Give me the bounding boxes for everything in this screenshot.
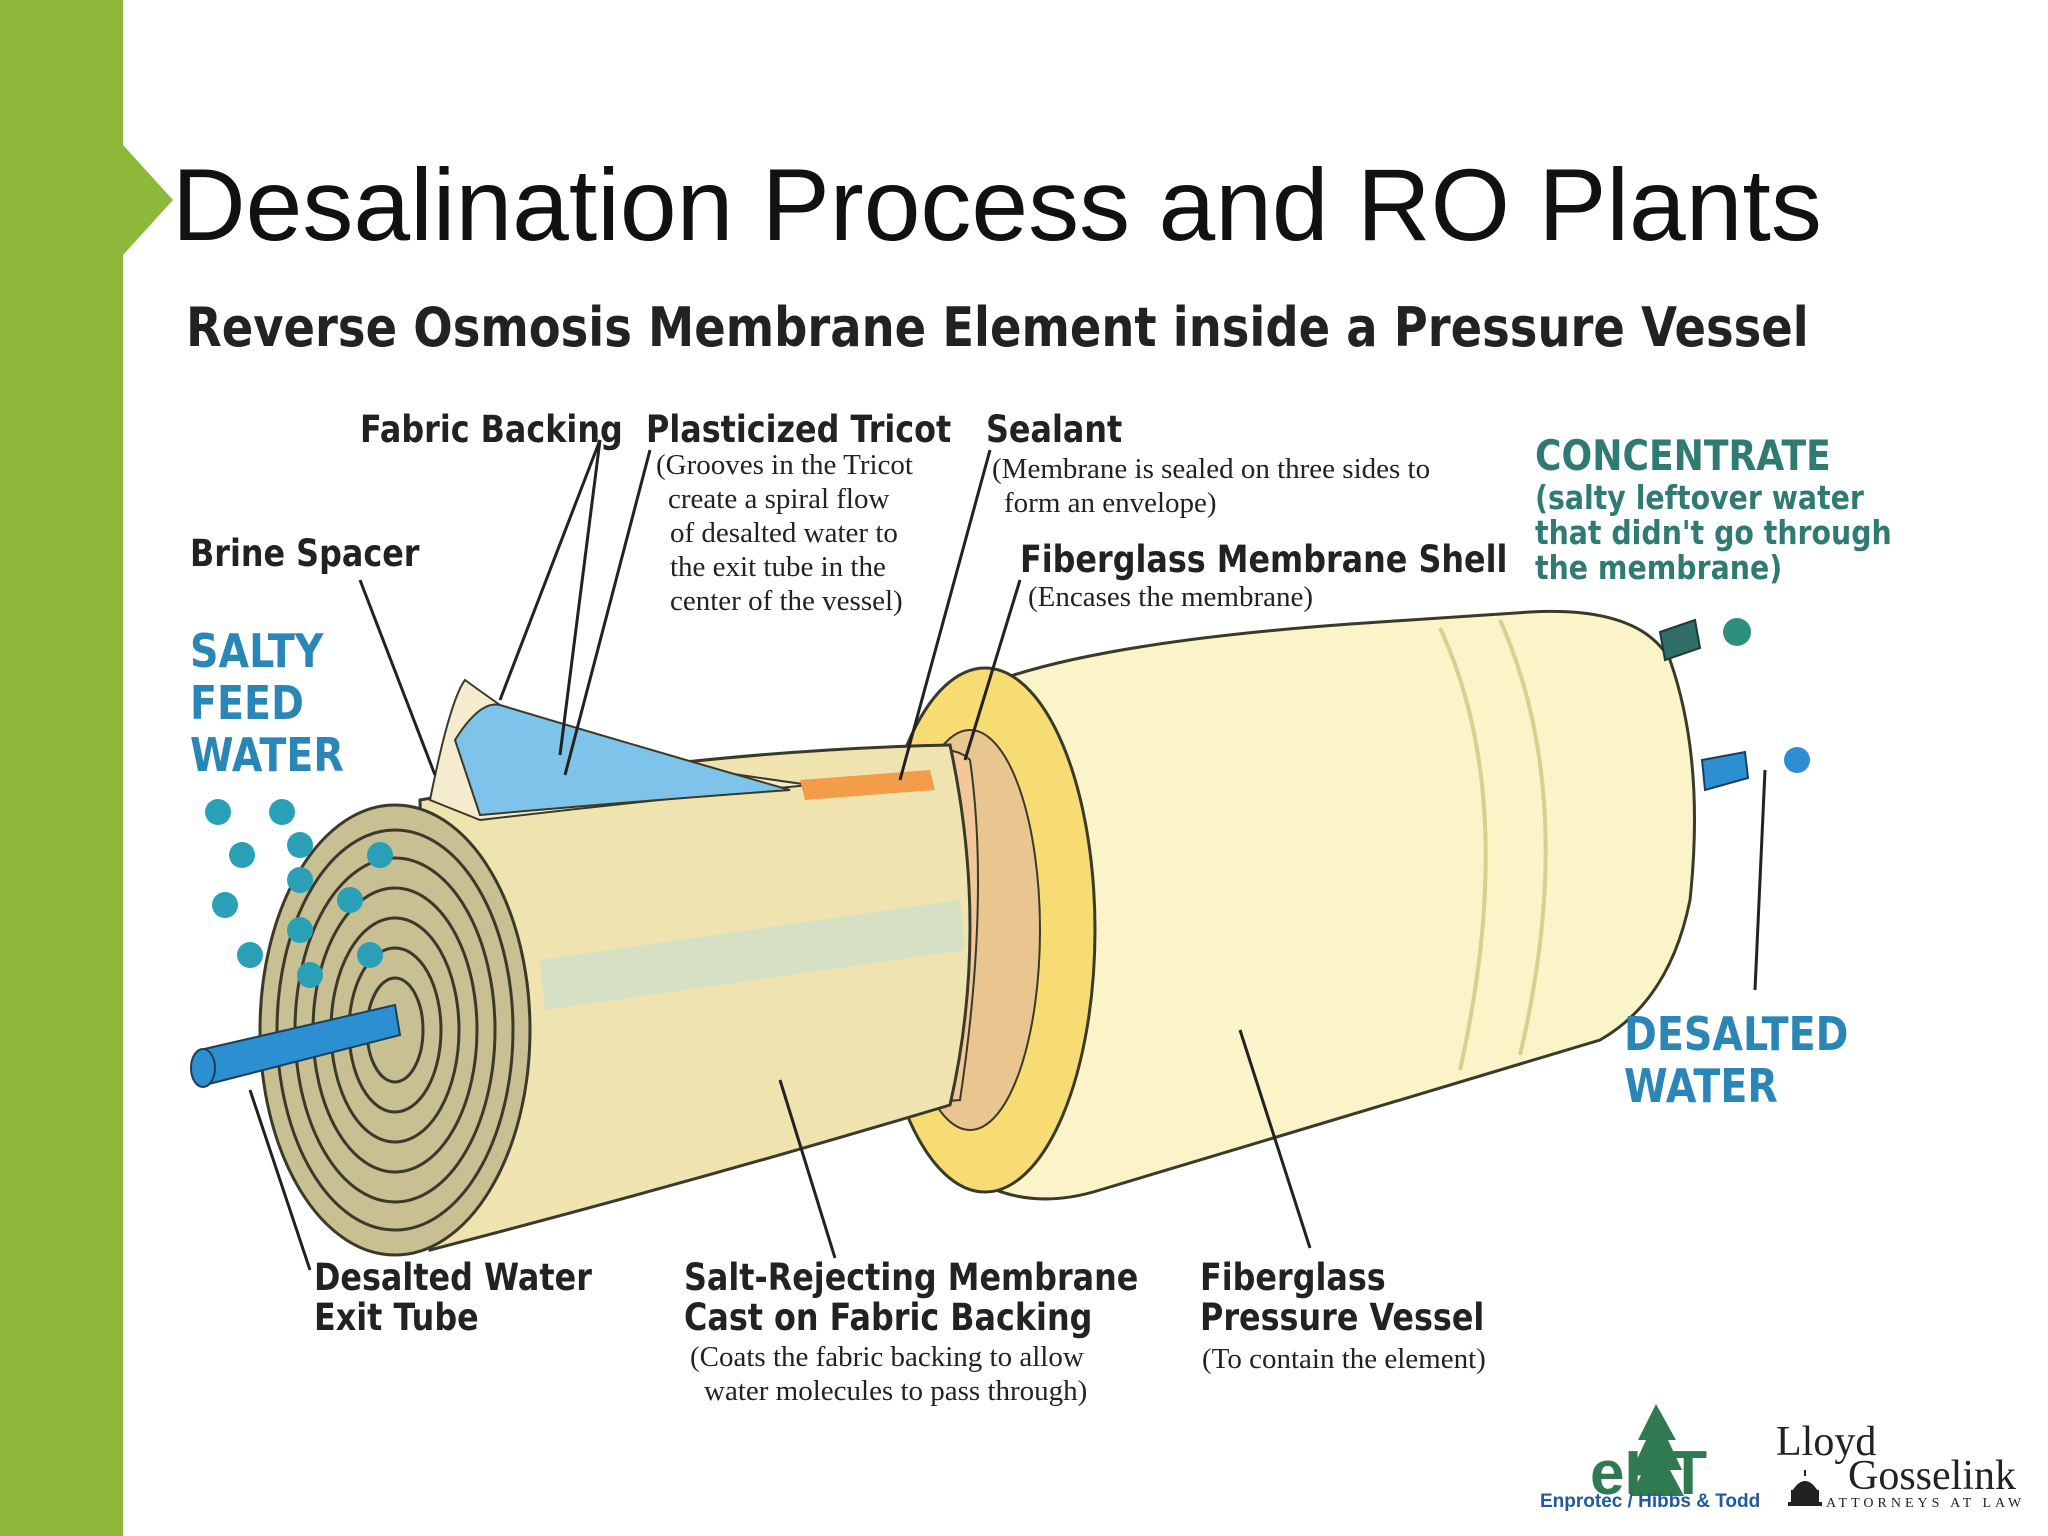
desc-fiberglass-pressure-vessel: (To contain the element) <box>1202 1343 1486 1375</box>
label-fiberglass-shell: Fiberglass Membrane Shell <box>1020 538 1508 581</box>
feed-water-droplets <box>205 799 393 988</box>
desc-sealant: (Membrane is sealed on three sides to fo… <box>992 453 1431 519</box>
lg-logo-line1: Lloyd <box>1776 1419 1877 1465</box>
vessel-band <box>1438 627 1488 1071</box>
label-salty-feed-water: SALTY FEED WATER <box>190 624 344 782</box>
permeate-channel <box>540 900 965 1010</box>
label-desalted-water: DESALTED WATER <box>1624 1007 1849 1113</box>
label-desalted-exit-tube: Desalted Water Exit Tube <box>314 1256 592 1339</box>
capitol-dome-icon <box>1788 1470 1822 1506</box>
label-fiberglass-pressure-vessel: Fiberglass Pressure Vessel <box>1200 1256 1485 1339</box>
slide-title: Desalination Process and RO Plants <box>172 148 1822 262</box>
leader-lines <box>248 439 1767 1271</box>
desc-fiberglass-shell: (Encases the membrane) <box>1028 581 1314 613</box>
desc-concentrate: (salty leftover water that didn't go thr… <box>1535 478 1892 587</box>
label-concentrate: CONCENTRATE <box>1535 431 1831 480</box>
pressure-vessel-body <box>958 609 1696 1201</box>
desalted-outlet-tube <box>1700 750 1750 792</box>
peeled-blue-layer <box>453 703 791 817</box>
desc-salt-rejecting-membrane: (Coats the fabric backing to allow water… <box>690 1341 1088 1407</box>
concentrate-outlet-tube <box>1658 618 1702 662</box>
eht-mark: eHT <box>1590 1439 1707 1508</box>
label-salt-rejecting-membrane: Salt-Rejecting Membrane Cast on Fabric B… <box>684 1256 1139 1339</box>
desc-plasticized-tricot: (Grooves in the Tricot create a spiral f… <box>656 449 913 617</box>
label-plasticized-tricot: Plasticized Tricot <box>646 408 952 451</box>
lg-logo-line2: Gosselink <box>1848 1453 2016 1499</box>
label-sealant: Sealant <box>986 408 1123 451</box>
eht-caption: Enprotec / Hibbs & Todd <box>1540 1491 1761 1512</box>
title-arrow-marker <box>123 145 173 255</box>
diagram-title: Reverse Osmosis Membrane Element inside … <box>186 296 1809 359</box>
eht-logo: eHT <box>1590 1404 1707 1508</box>
label-fabric-backing: Fabric Backing <box>360 408 623 451</box>
accent-sidebar <box>0 0 123 1536</box>
label-brine-spacer: Brine Spacer <box>190 532 420 575</box>
vessel-band-2 <box>1498 619 1548 1056</box>
lg-logo-line3: ATTORNEYS AT LAW <box>1826 1496 2026 1511</box>
